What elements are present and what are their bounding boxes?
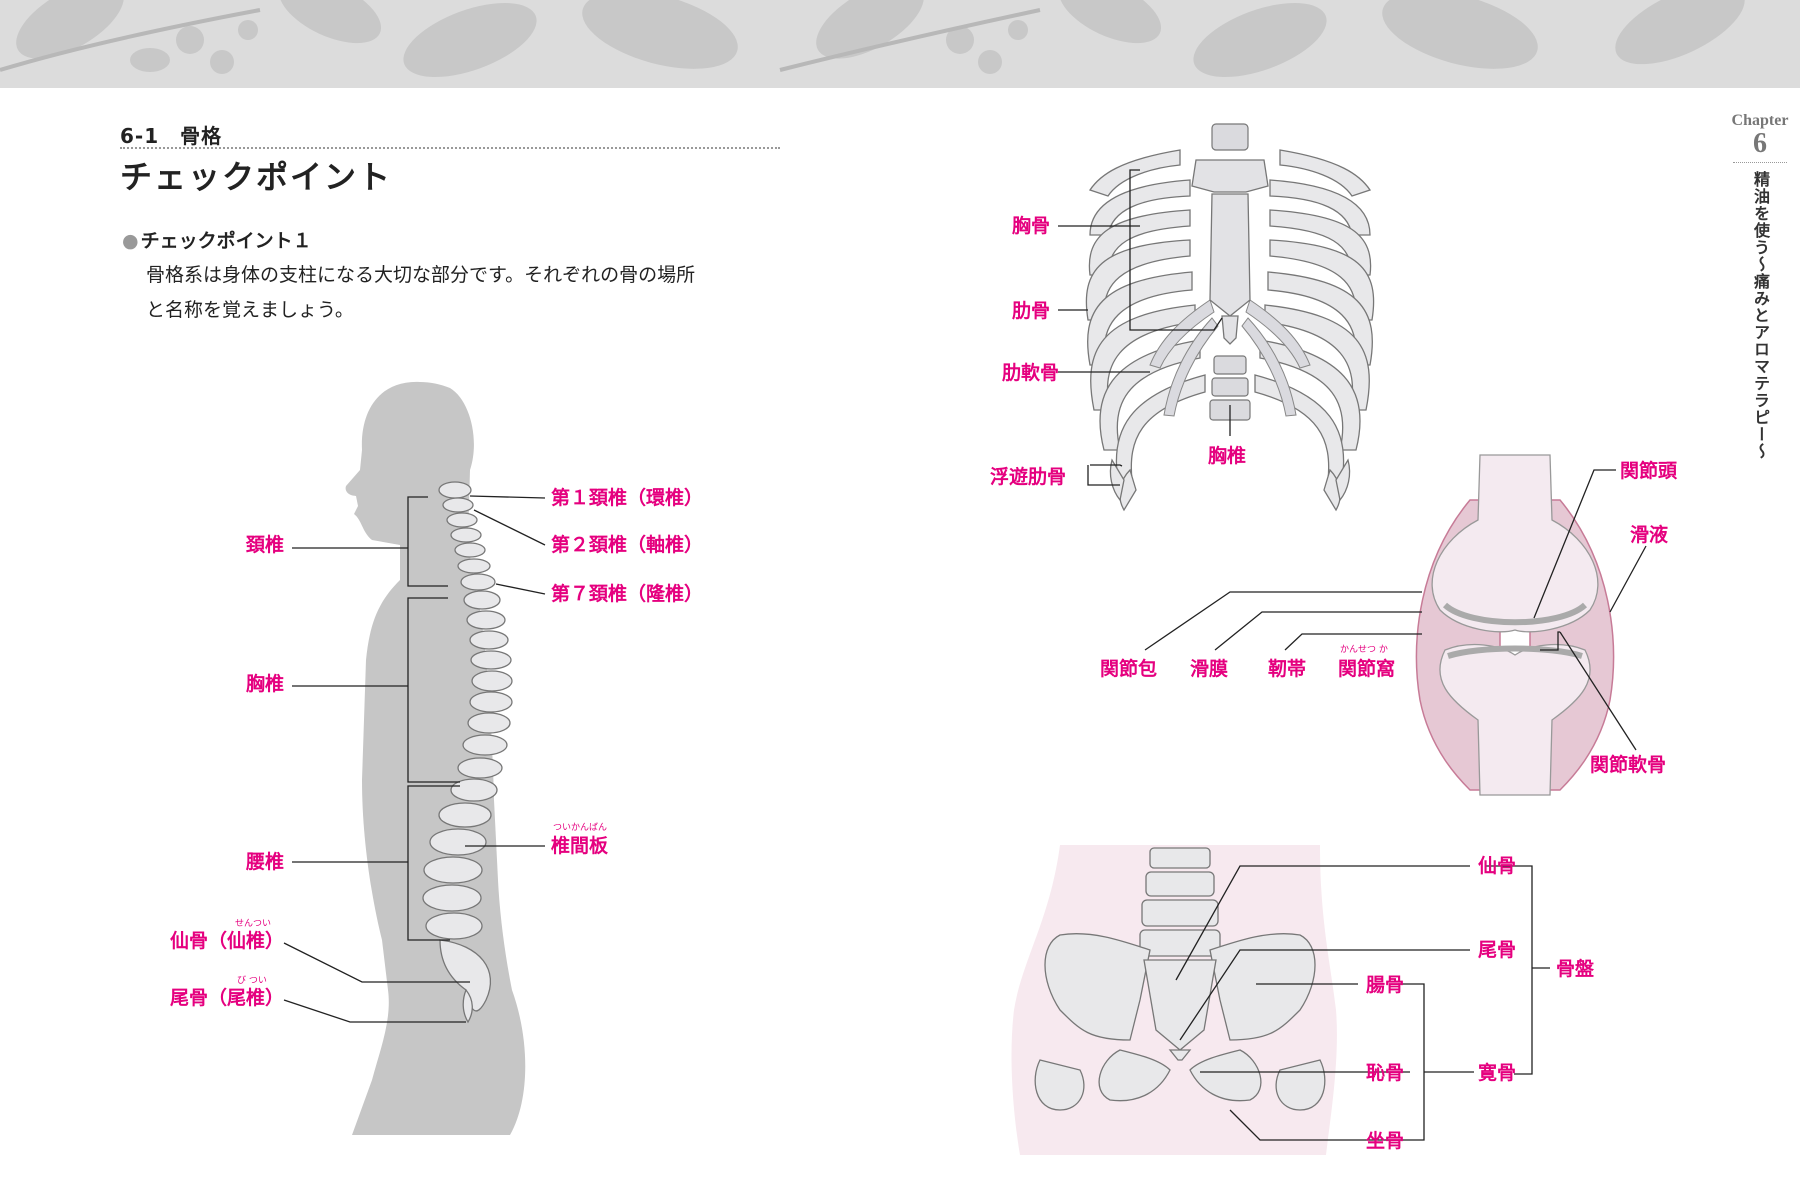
- label-ribs: 肋骨: [1012, 300, 1051, 322]
- label-capsule: 関節包: [1100, 658, 1158, 680]
- label-synovial-fluid: 滑液: [1630, 524, 1669, 546]
- vertebral-column: [422, 481, 513, 1024]
- chapter-rule: [1733, 162, 1787, 163]
- body-line-2: と名称を覚えましょう。: [146, 299, 354, 321]
- checkpoint-heading: ●チェックポイント１: [122, 226, 312, 253]
- label-c7: 第７頚椎（隆椎）: [551, 583, 704, 605]
- articular-cartilage: [1442, 602, 1588, 626]
- label-synovium: 滑膜: [1190, 658, 1229, 680]
- label-costal-cartilage: 肋軟骨: [1002, 362, 1060, 384]
- chapter-subtitle: 精油を使う～痛みとアロマテラピー～: [1751, 171, 1770, 460]
- body-silhouette: [345, 381, 526, 1135]
- costal-cartilage: [1149, 299, 1311, 417]
- label-coccyx: 尾骨（尾椎）: [170, 987, 285, 1009]
- pelvis-leader-lines: [1175, 865, 1550, 1141]
- furigana-coccyx: び つい: [237, 976, 267, 986]
- label-cervical: 頚椎: [246, 534, 285, 556]
- label-hip-bone: 寛骨: [1478, 1062, 1517, 1084]
- joint-leader-lines: [1144, 469, 1647, 751]
- chapter-label: Chapter: [1731, 112, 1789, 129]
- label-pubis: 恥骨: [1366, 1062, 1405, 1084]
- chapter-tab: Chapter 6 精油を使う～痛みとアロマテラピー～: [1730, 112, 1790, 460]
- label-sternum: 胸骨: [1012, 215, 1051, 237]
- label-thoracic: 胸椎: [246, 673, 285, 695]
- label-atlas: 第１頚椎（環椎）: [551, 487, 704, 509]
- label-sacrum: 仙骨（仙椎）: [170, 930, 285, 952]
- pelvis-bones: [1034, 847, 1326, 1111]
- label-disc: 椎間板: [551, 835, 609, 857]
- label-socket: 関節窩: [1338, 658, 1396, 680]
- sternum: [1191, 159, 1269, 345]
- ribcage-leader-lines: [1058, 169, 1231, 486]
- label-pelvis-coccyx: 尾骨: [1478, 939, 1517, 961]
- body-line-1: 骨格系は身体の支柱になる大切な部分です。それぞれの骨の場所: [146, 264, 696, 286]
- checkpoint-body: 骨格系は身体の支柱になる大切な部分です。それぞれの骨の場所 と名称を覚えましょう…: [146, 258, 796, 328]
- section-number: 6-1 骨格: [120, 124, 223, 148]
- label-floating-ribs: 浮遊肋骨: [990, 466, 1067, 488]
- label-pelvis-sacrum: 仙骨: [1478, 855, 1517, 877]
- leaf-pattern-icon: [0, 0, 1745, 77]
- chapter-number: 6: [1753, 128, 1767, 159]
- label-pelvis: 骨盤: [1556, 958, 1595, 980]
- furigana-socket: かんせつ か: [1340, 645, 1388, 655]
- spine-leader-lines: [283, 495, 546, 1023]
- label-ischium: 坐骨: [1366, 1130, 1405, 1152]
- leaf-banner: [0, 0, 1800, 88]
- furigana-disc: ついかんばん: [553, 823, 608, 833]
- upper-bone: [1431, 454, 1599, 633]
- page-title: チェックポイント: [120, 158, 393, 196]
- label-ilium: 腸骨: [1366, 974, 1405, 996]
- label-lumbar: 腰椎: [246, 851, 285, 873]
- label-articular-cartilage: 関節軟骨: [1590, 754, 1667, 776]
- label-axis: 第２頚椎（軸椎）: [551, 534, 704, 556]
- title-divider: [120, 147, 780, 149]
- label-ligament: 靭帯: [1268, 658, 1307, 680]
- checkpoint-heading-text: チェックポイント１: [140, 230, 312, 252]
- furigana-sacrum: せんつい: [235, 919, 272, 929]
- label-joint-head: 関節頭: [1620, 460, 1678, 482]
- bullet-icon: ●: [122, 230, 139, 252]
- label-thoracic-vertebrae: 胸椎: [1208, 445, 1247, 467]
